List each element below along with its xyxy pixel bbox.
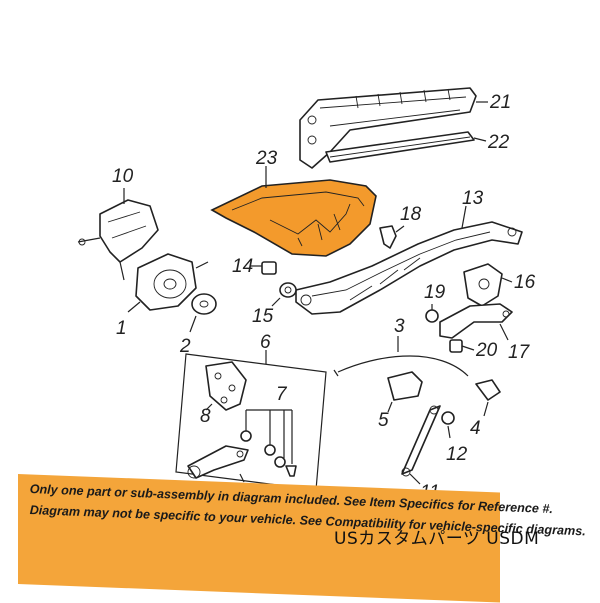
callout-7: 7 [276, 384, 288, 405]
part-2[interactable] [189, 293, 217, 333]
part-15[interactable] [271, 282, 297, 307]
part-7[interactable] [240, 409, 297, 477]
callout-4: 4 [470, 418, 481, 439]
part-18[interactable] [379, 225, 405, 249]
callout-20: 20 [475, 340, 498, 361]
part-3[interactable] [333, 336, 469, 377]
part-19[interactable] [425, 304, 439, 323]
part-14[interactable] [250, 261, 277, 275]
part-17[interactable] [439, 303, 513, 341]
part-12[interactable] [441, 411, 455, 439]
part-5[interactable] [387, 371, 423, 413]
callout-15: 15 [252, 306, 274, 327]
callout-13: 13 [462, 188, 484, 209]
callout-17: 17 [508, 342, 531, 363]
part-1[interactable] [127, 253, 209, 313]
callout-19: 19 [424, 282, 446, 303]
callout-18: 18 [400, 204, 422, 225]
part-4[interactable] [475, 379, 501, 417]
callout-1: 1 [116, 318, 127, 339]
watermark-text: USカスタムパーツ USDM [334, 529, 540, 549]
callout-10: 10 [112, 166, 134, 187]
part-20[interactable] [449, 339, 475, 353]
callout-12: 12 [446, 444, 468, 465]
part-11[interactable] [401, 405, 441, 485]
part-8[interactable] [205, 361, 247, 411]
callout-22: 22 [487, 132, 510, 153]
callout-21: 21 [489, 92, 511, 113]
part-21[interactable] [299, 87, 488, 169]
callout-8: 8 [200, 406, 211, 427]
part-9[interactable] [187, 445, 249, 483]
callout-23: 23 [255, 148, 278, 169]
callout-3: 3 [394, 316, 405, 337]
callout-14: 14 [232, 256, 253, 277]
callout-2: 2 [179, 336, 191, 357]
part-22[interactable] [325, 131, 487, 163]
part-16[interactable] [463, 263, 513, 307]
part-10[interactable] [77, 188, 159, 281]
part-13[interactable] [295, 205, 523, 315]
callout-5: 5 [378, 410, 389, 431]
part-23[interactable] [210, 166, 377, 257]
callout-6: 6 [260, 332, 271, 353]
callout-16: 16 [514, 272, 536, 293]
